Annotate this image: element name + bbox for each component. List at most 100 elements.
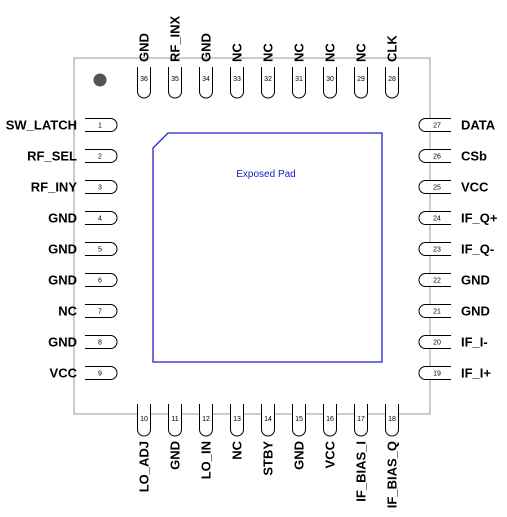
- pin-label-sw-latch: SW_LATCH: [6, 118, 77, 133]
- pin-18-pad: [385, 404, 399, 437]
- pin-24-pad: [418, 211, 451, 225]
- pin-10-number: 10: [140, 416, 148, 423]
- pin-7-pad: [85, 304, 118, 318]
- pin-1: 1SW_LATCH: [6, 118, 118, 133]
- pin-23: 23 IF_Q-: [418, 242, 494, 257]
- pin-label-if-bias-q: IF_BIAS_Q: [385, 441, 400, 508]
- pin-label-gnd: GND: [461, 304, 490, 319]
- pin-33-number: 33: [233, 76, 241, 83]
- pin-3-number: 3: [98, 185, 102, 192]
- pin-35-pad: [168, 67, 182, 99]
- pin-1-pad: [85, 118, 118, 132]
- pin-label-gnd: GND: [48, 273, 77, 288]
- pin-24-number: 24: [433, 216, 441, 223]
- pin-8-number: 8: [98, 340, 102, 347]
- pin-12-pad: [199, 404, 213, 437]
- pin-1-indicator-dot: [93, 73, 107, 87]
- pin-6-pad: [85, 273, 118, 287]
- pin-29: 29 NC: [354, 43, 369, 99]
- pin-27-number: 27: [433, 123, 441, 130]
- pin-14-pad: [261, 404, 275, 437]
- pin-label-lo-in: LO_IN: [199, 441, 214, 479]
- exposed-pad-label: Exposed Pad: [236, 169, 296, 180]
- pin-23-number: 23: [433, 247, 441, 254]
- pin-label-rf-iny: RF_INY: [31, 180, 78, 195]
- pin-label-if-bias-i: IF_BIAS_I: [354, 441, 369, 502]
- pin-20: 20 IF_I-: [418, 335, 488, 350]
- pin-4-pad: [85, 211, 118, 225]
- exposed-pad-outline: [152, 132, 383, 363]
- pin-label-if-q: IF_Q+: [461, 211, 498, 226]
- pin-label-vcc: VCC: [323, 440, 338, 468]
- pin-28-number: 28: [388, 76, 396, 83]
- pin-20-number: 20: [433, 340, 441, 347]
- pin-label-clk: CLK: [385, 35, 400, 62]
- pin-21-pad: [418, 304, 451, 318]
- pin-16-number: 16: [326, 416, 334, 423]
- pin-17-pad: [354, 404, 368, 437]
- pin-34-pad: [199, 67, 213, 99]
- pin-21: 21 GND: [418, 304, 490, 319]
- pin-20-pad: [418, 335, 451, 349]
- pin-9-number: 9: [98, 371, 102, 378]
- pin-16-pad: [323, 404, 337, 437]
- pin-2: 2RF_SEL: [27, 149, 118, 164]
- pin-11-number: 11: [171, 416, 178, 423]
- pin-24: 24 IF_Q+: [418, 211, 498, 226]
- pin-28-pad: [385, 67, 399, 99]
- pin-6: 6 GND: [48, 273, 118, 288]
- pin-29-number: 29: [357, 76, 365, 83]
- pin-label-nc: NC: [354, 43, 369, 62]
- pin-23-pad: [418, 242, 451, 256]
- pin-7: 7NC: [58, 304, 118, 319]
- pin-33-pad: [230, 67, 244, 99]
- pin-15-pad: [292, 404, 306, 437]
- pin-10-pad: [137, 404, 151, 437]
- pin-label-nc: NC: [230, 43, 245, 62]
- pin-5-number: 5: [98, 247, 102, 254]
- pin-label-lo-adj: LO_ADJ: [137, 441, 152, 492]
- pins: 1SW_LATCH2RF_SEL3RF_INY4GND5GND6GND7NC8G…: [6, 15, 498, 508]
- pin-label-rf-inx: RF_INX: [168, 15, 183, 62]
- pin-2-number: 2: [98, 154, 102, 161]
- pin-label-stby: STBY: [261, 441, 276, 476]
- pin-8-pad: [85, 335, 118, 349]
- pin-28: 28 CLK: [385, 35, 400, 99]
- pin-label-nc: NC: [261, 43, 276, 62]
- pin-label-nc: NC: [58, 304, 77, 319]
- pin-22-pad: [418, 273, 451, 287]
- pin-label-if-q: IF_Q-: [461, 242, 494, 257]
- pin-32-number: 32: [264, 76, 272, 83]
- pin-34-number: 34: [202, 76, 210, 83]
- pin-label-gnd: GND: [137, 33, 152, 62]
- pin-label-gnd: GND: [168, 441, 183, 470]
- pin-21-number: 21: [433, 309, 441, 316]
- pin-3: 3 RF_INY: [31, 180, 118, 195]
- pin-label-nc: NC: [323, 43, 338, 62]
- pin-25-number: 25: [433, 185, 441, 192]
- pin-9: 9 VCC: [50, 366, 118, 381]
- pin-25: 25 VCC: [418, 180, 489, 195]
- pin-label-vcc: VCC: [50, 366, 78, 381]
- pin-label-if-i: IF_I-: [461, 335, 488, 350]
- pin-31-number: 31: [295, 76, 303, 83]
- pin-2-pad: [85, 149, 118, 163]
- pin-label-vcc: VCC: [461, 180, 489, 195]
- pin-label-gnd: GND: [48, 211, 77, 226]
- pin-6-number: 6: [98, 278, 102, 285]
- pin-30-pad: [323, 67, 337, 99]
